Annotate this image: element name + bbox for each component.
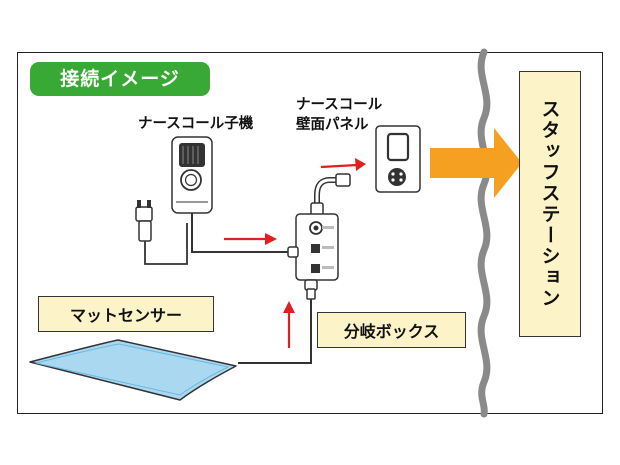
red-arrow-to-box-bottom: [283, 301, 295, 348]
nurse-call-handset-icon: [171, 136, 213, 214]
label-mat-sensor: マットセンサー: [38, 296, 214, 332]
red-arrow-to-box-left: [224, 233, 277, 245]
orange-arrow-icon: [430, 128, 522, 198]
staff-station-text: スタッフステーション: [538, 99, 561, 309]
title-badge: 接続イメージ: [30, 62, 210, 96]
wall-panel-icon: [375, 125, 421, 193]
label-staff-station: スタッフステーション: [519, 71, 581, 337]
branch-box-icon: [295, 213, 339, 281]
label-branch-box: 分岐ボックス: [317, 312, 466, 348]
label-wall-panel-line1: ナースコール: [296, 97, 383, 113]
plug-icon: [135, 200, 153, 242]
wavy-wall-icon: [477, 48, 491, 418]
red-arrow-to-panel: [320, 158, 366, 171]
mat-sensor-icon: [29, 339, 237, 401]
label-nurse-call-handset: ナースコール子機: [138, 116, 254, 132]
label-wall-panel-line2: 壁面パネル: [296, 117, 369, 133]
